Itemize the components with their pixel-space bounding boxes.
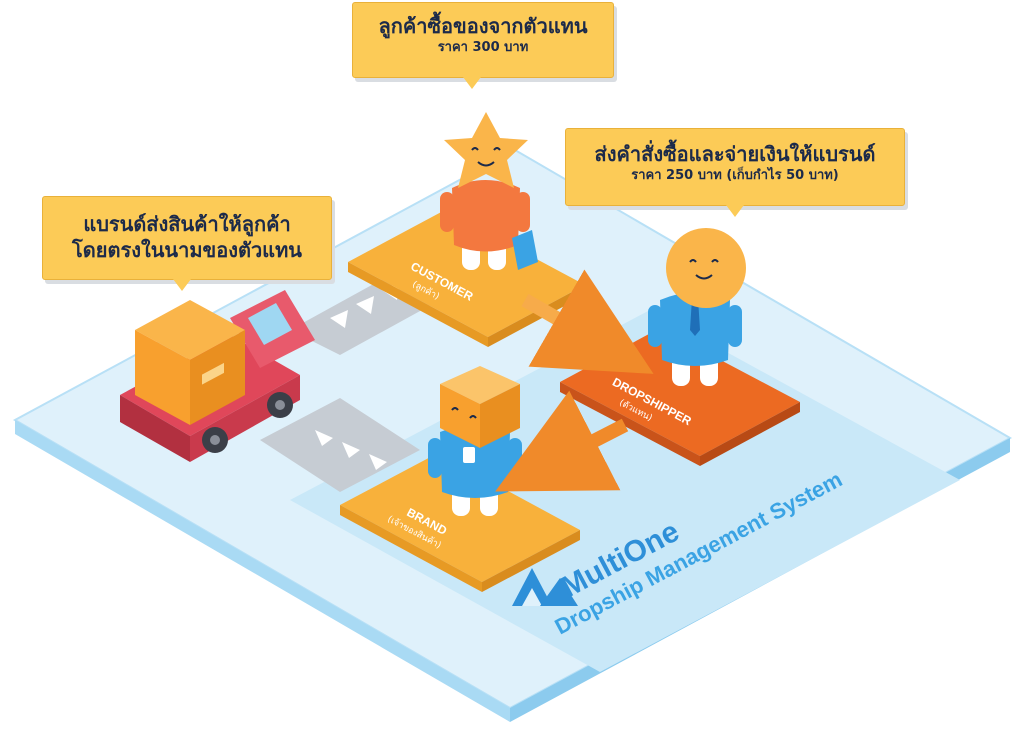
callout-order-title: ส่งคำสั่งซื้อและจ่ายเงินให้แบรนด์ (594, 142, 876, 166)
callout-brand-line2: โดยตรงในนามของตัวแทน (72, 238, 302, 262)
customer-figure (440, 112, 538, 270)
callout-order-pay: ส่งคำสั่งซื้อและจ่ายเงินให้แบรนด์ ราคา 2… (565, 128, 905, 217)
callout-brand-ships: แบรนด์ส่งสินค้าให้ลูกค้า โดยตรงในนามของต… (42, 196, 332, 291)
callout-customer-buys: ลูกค้าซื้อของจากตัวแทน ราคา 300 บาท (352, 2, 614, 89)
delivery-truck-icon (120, 290, 315, 462)
callout-customer-title: ลูกค้าซื้อของจากตัวแทน (378, 14, 588, 38)
brand-node (340, 453, 580, 592)
callout-customer-price: ราคา 300 บาท (437, 40, 529, 55)
brand-logo (512, 568, 578, 606)
callout-order-price: ราคา 250 บาท (เก็บกำไร 50 บาท) (631, 168, 839, 183)
dropshipper-figure (648, 228, 746, 386)
flow-arrows (495, 269, 654, 492)
callout-brand-line1: แบรนด์ส่งสินค้าให้ลูกค้า (83, 212, 291, 236)
